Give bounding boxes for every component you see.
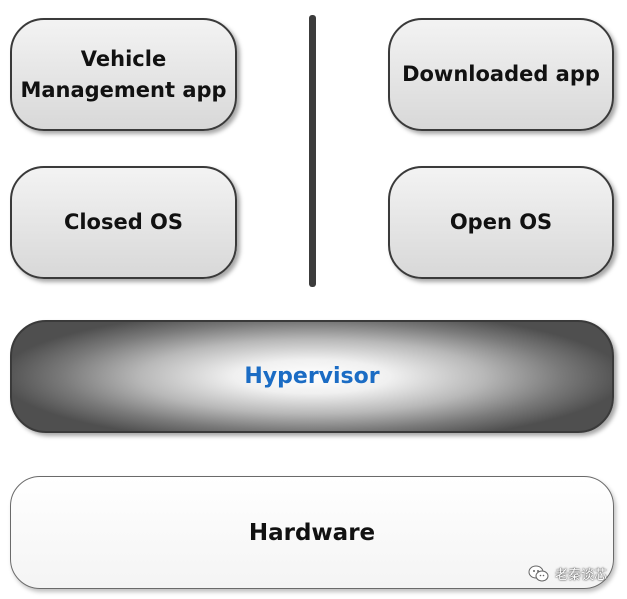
hypervisor-label: Hypervisor	[244, 364, 380, 389]
vehicle-management-app-box: Vehicle Management app	[10, 18, 237, 131]
open-os-box: Open OS	[388, 166, 614, 279]
wechat-icon	[528, 565, 550, 583]
open-os-label: Open OS	[449, 210, 553, 234]
watermark: 老秦谈芯	[528, 564, 607, 583]
hardware-label: Hardware	[248, 519, 376, 546]
closed-os-label: Closed OS	[63, 210, 184, 234]
downloaded-app-label: Downloaded app	[402, 62, 600, 86]
downloaded-app-box: Downloaded app	[388, 18, 614, 131]
closed-os-box: Closed OS	[10, 166, 237, 279]
vehicle-management-app-label: Vehicle Management app	[20, 46, 227, 102]
watermark-text: 老秦谈芯	[554, 568, 607, 583]
partition-separator	[309, 15, 316, 287]
hypervisor-layer: Hypervisor	[10, 320, 614, 433]
hardware-layer: Hardware	[10, 476, 614, 589]
